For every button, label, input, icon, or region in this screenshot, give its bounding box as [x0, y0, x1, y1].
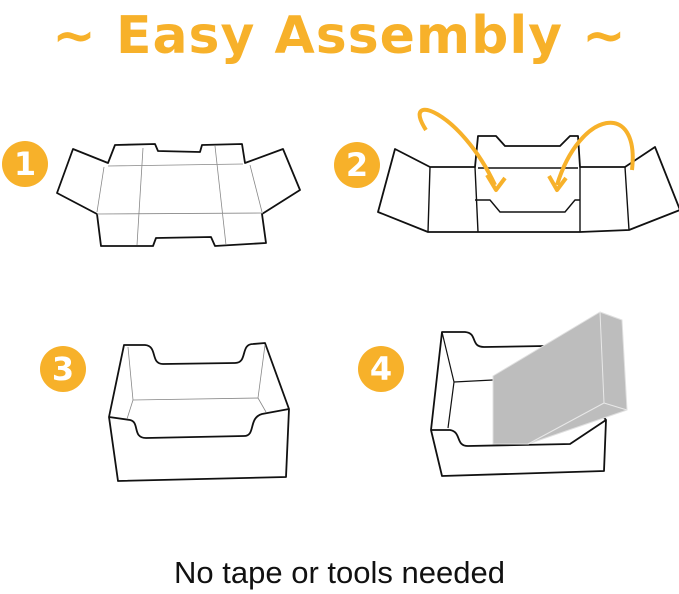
step-1-badge: 1: [2, 141, 48, 187]
step-3-assembled-tray: [108, 342, 290, 482]
step-1-flat-template: [56, 143, 301, 247]
step-2-folding: [377, 107, 679, 233]
step-4-tray-with-lid: [430, 311, 628, 477]
caption-text: No tape or tools needed: [174, 555, 505, 590]
page-title: ~ Easy Assembly ~: [52, 6, 627, 66]
step-2-badge: 2: [334, 142, 380, 188]
step-4-badge: 4: [358, 346, 404, 392]
step-3-badge: 3: [40, 346, 86, 392]
